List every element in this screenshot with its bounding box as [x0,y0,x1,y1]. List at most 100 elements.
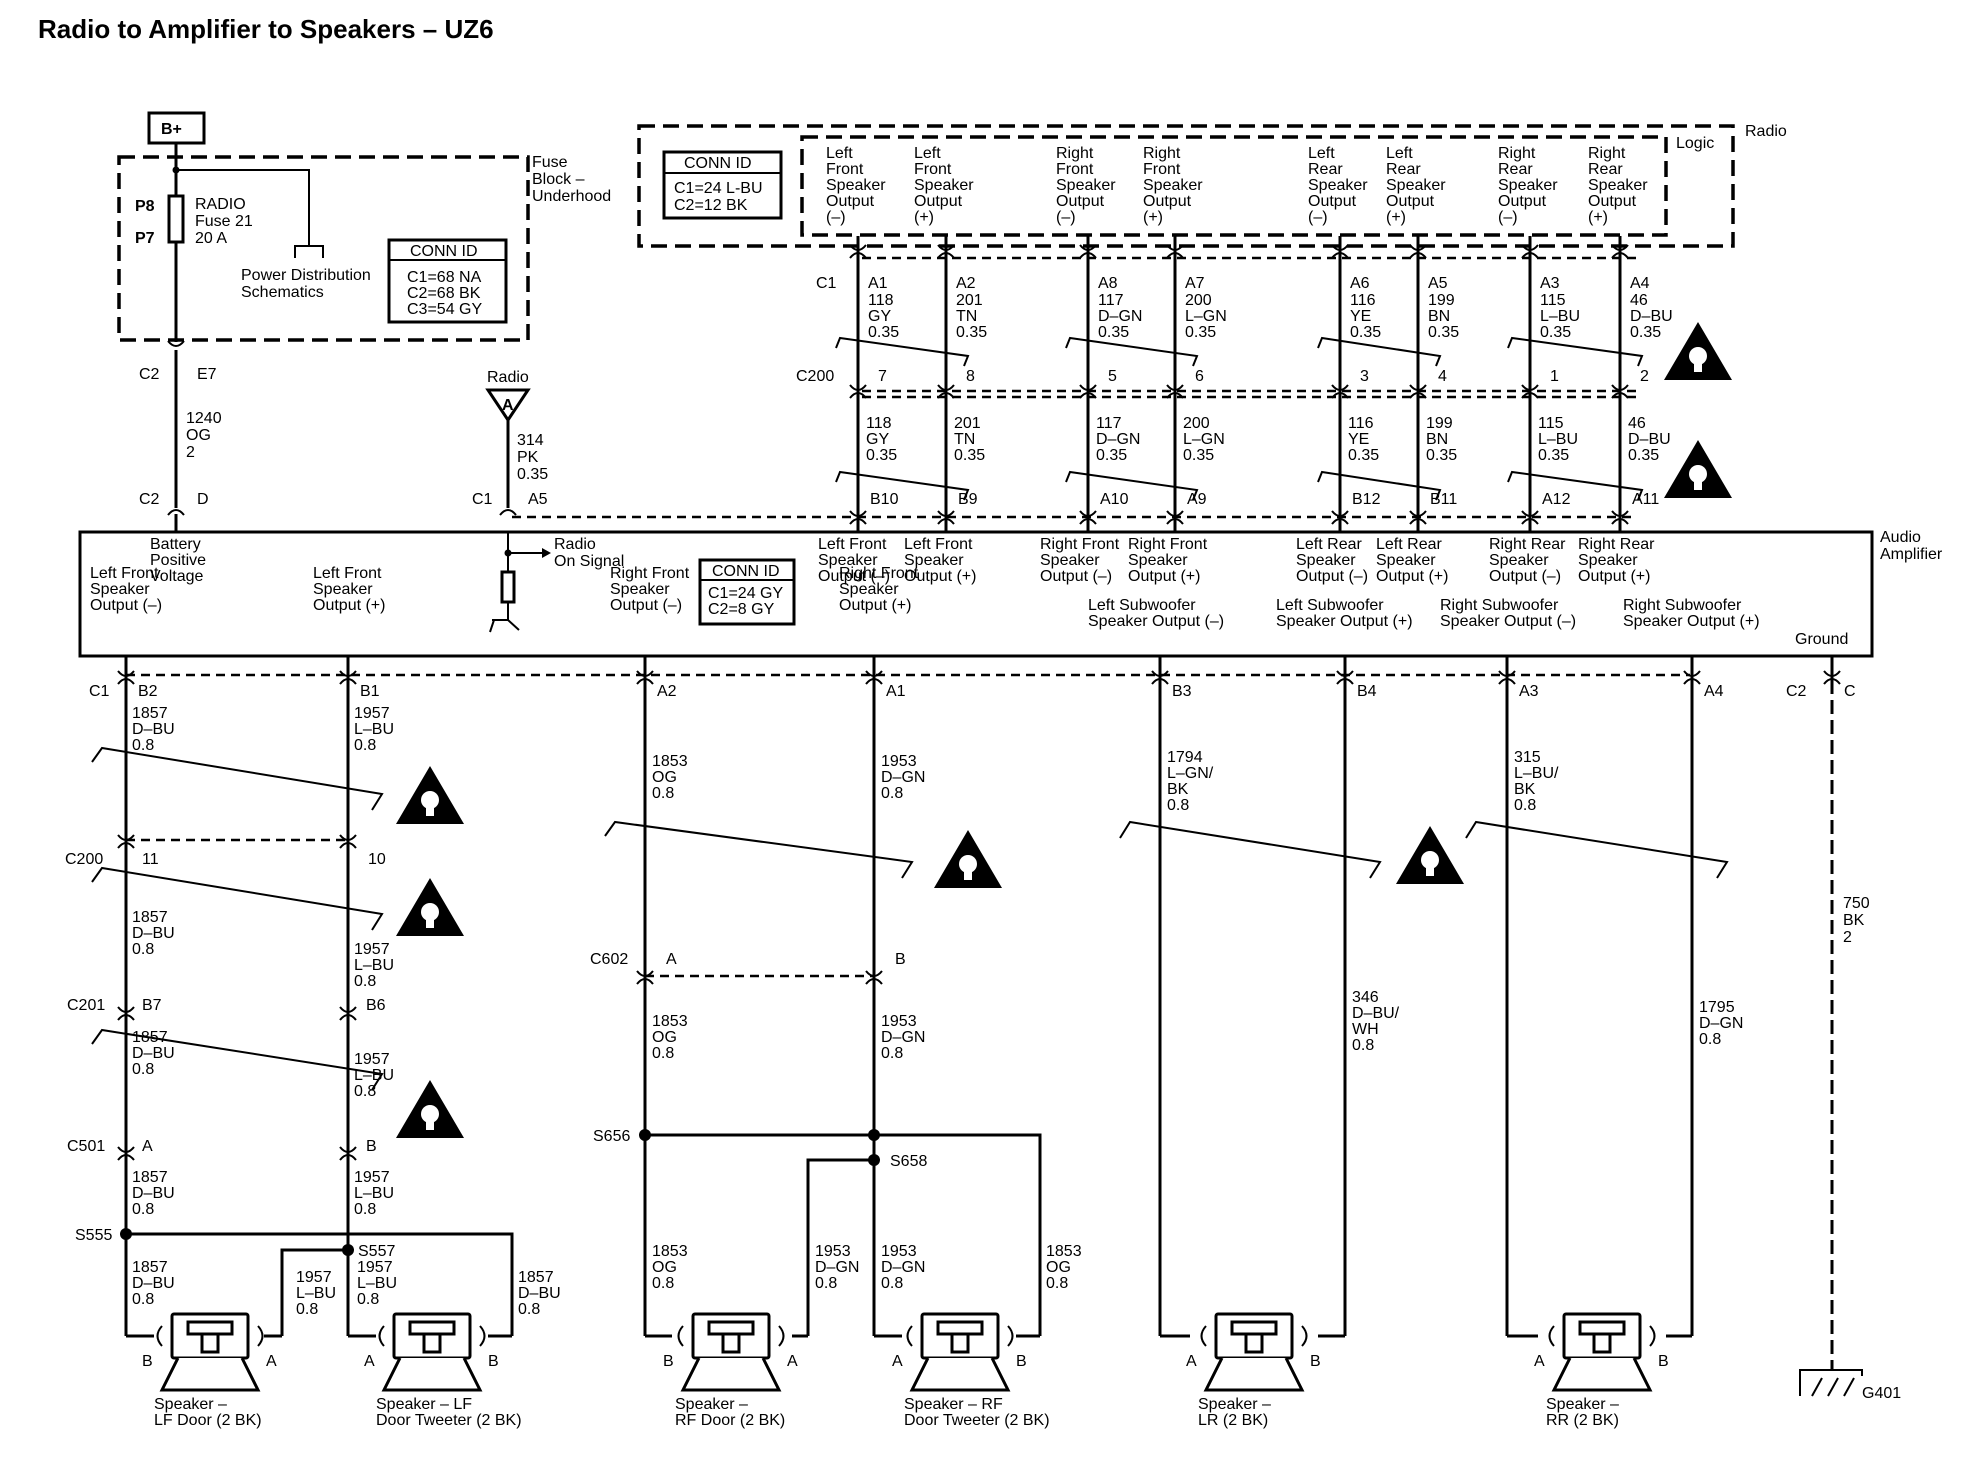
rf-w2-plus-line2: D–GN [881,1029,925,1046]
lf-c200-pin-a: 11 [142,851,159,868]
speaker-rf-door-magnet [707,1320,755,1336]
amp-output-4-line1: Right Front [839,565,919,582]
amp-output-6-line2: Speaker Output (+) [1276,613,1413,630]
radio-c200-pin-7: 1 [1550,368,1559,385]
radio-output-4-line5: (+) [1143,209,1163,226]
warning-lf-2-stem [426,920,434,928]
lf-w2-minus-line1: 1857 [132,909,168,926]
warning-radio-upper-bulb [1689,347,1707,365]
amp-input-6-line2: Speaker [1376,552,1436,569]
amp-out-conn-4-top [865,670,883,677]
pds-label-2: Schematics [241,284,324,301]
rear-wire-labels: 1794L–GN/BK0.8346D–BU/WH0.8315L–BU/BK0.8… [1167,749,1743,1054]
radio-mid-wire-8-line1: 46 [1628,415,1646,432]
speaker-rf-tweeter-label-line1: Speaker – RF [904,1396,1003,1413]
warning-lf-1-stem [426,808,434,816]
amp-conn-id-line2: C2=8 GY [708,601,775,618]
s555-label: S555 [75,1227,112,1244]
amp-in-pin-5: B12 [1352,491,1381,508]
radio-conn-id-box [662,150,783,220]
pds-ref-symbol [294,245,324,258]
amp-output-4-line2: Speaker [839,581,899,598]
radio-c1-pin-5: A6 [1350,275,1370,292]
rr-twist [1465,820,1729,879]
conn-c2-label: C2 [139,366,160,383]
lf-w5-d-line3: 0.8 [518,1301,540,1318]
lf-w5-c-line1: 1957 [357,1259,393,1276]
radio-top-wire-5-line2: YE [1350,308,1371,325]
amp-input-8-line1: Right Rear [1578,536,1655,553]
speaker-lf-tweeter-pin-right-label: B [488,1353,499,1370]
amp-batt-1: Battery [150,536,201,553]
radio-output-6-line5: (+) [1386,209,1406,226]
speaker-rf-door-label-line2: RF Door (2 BK) [675,1412,785,1429]
amp-in-conn-7-bot [1521,518,1539,525]
ground-label: G401 [1862,1385,1901,1402]
diagram-title: Radio to Amplifier to Speakers – UZ6 [38,14,494,44]
rf-w2-minus-line1: 1853 [652,1013,688,1030]
amp-conn-id-title: CONN ID [712,563,780,580]
ground-wire-num: 750 [1843,895,1870,912]
speaker-rf-tweeter-pin-left-label: A [892,1353,903,1370]
speaker-lf-tweeter-coil [422,1332,442,1354]
rf-w3-d-line1: 1853 [1046,1243,1082,1260]
radio-top-wire-1-line3: 0.35 [868,324,899,341]
speaker-lf-tweeter-label-line2: Door Tweeter (2 BK) [376,1412,522,1429]
amp-out-conn-1-bot [117,678,135,685]
speaker-lf-tweeter-pin-left-label: A [364,1353,375,1370]
radio-twist-lower-3 [1317,470,1442,501]
radio-mid-wire-5-line2: YE [1348,431,1369,448]
warning-rf-stem [964,872,972,880]
radio-on-conn-a5: A5 [528,491,548,508]
amp-input-2-line3: Output (+) [904,568,976,585]
radio-mid-wire-5-line1: 116 [1348,415,1374,432]
rf-w1-plus-line3: 0.8 [881,785,903,802]
warning-rear-stem [1426,868,1434,876]
rf-c602-plus-bot [865,978,883,985]
amp-input-1-line2: Speaker [818,552,878,569]
fuse-symbol [167,194,185,244]
amp-output-1-line3: Output (–) [90,597,162,614]
rf-w1-minus-line1: 1853 [652,753,688,770]
amp-batt-3: Voltage [150,568,203,585]
speaker-lr-label-line1: Speaker – [1198,1396,1271,1413]
speaker-lf-door-label-line1: Speaker – [154,1396,227,1413]
radio-on-triangle-letter: A [502,397,514,414]
amp-out-pin-8: A4 [1704,683,1724,700]
speaker-lr-pin-right [1301,1325,1308,1347]
lr-w1-line1: 1794 [1167,749,1203,766]
amp-out-conn-3-bot [636,678,654,685]
speaker-rr-cone [1551,1357,1653,1392]
speaker-lf-tweeter-magnet [408,1320,456,1336]
radio-mid-wire-2-line2: TN [954,431,975,448]
radio-on-conn-c1: C1 [472,491,493,508]
wire-314-color: PK [517,449,539,466]
amp-input-3-line3: Output (–) [1040,568,1112,585]
amp-out-conn-2-bot [339,678,357,685]
radio-output-5-line4: Output [1308,193,1357,210]
lf-c201-pin-a: B7 [142,997,162,1014]
radio-top-wire-1-line2: GY [868,308,891,325]
amp-out-pin-7: A3 [1519,683,1539,700]
speaker-rf-tweeter-pin-left [906,1325,913,1347]
speaker-lf-tweeter-pin-left [378,1325,385,1347]
speaker-lr-label-line2: LR (2 BK) [1198,1412,1268,1429]
radio-output-4-line4: Output [1143,193,1192,210]
radio-mid-wire-6-line3: 0.35 [1426,447,1457,464]
rf-c602-minus-bot [636,978,654,985]
radio-c1-conn-5-top [1331,244,1349,251]
radio-c1-conn-8-bot [1611,252,1629,259]
radio-mid-wire-6-line1: 199 [1426,415,1453,432]
amp-in-conn-1-bot [849,518,867,525]
amp-output-2-line1: Left Front [313,565,382,582]
amp-in-conn-8-bot [1611,518,1629,525]
radio-twist-upper-4 [1507,336,1644,367]
radio-output-3-line1: Right [1056,145,1094,162]
lf-c201-pin-b: B6 [366,997,386,1014]
rf-twist [604,820,914,879]
right-front-section: 1853OG0.81953D–GN0.81853OG0.81953D–GN0.8… [590,680,1082,1338]
